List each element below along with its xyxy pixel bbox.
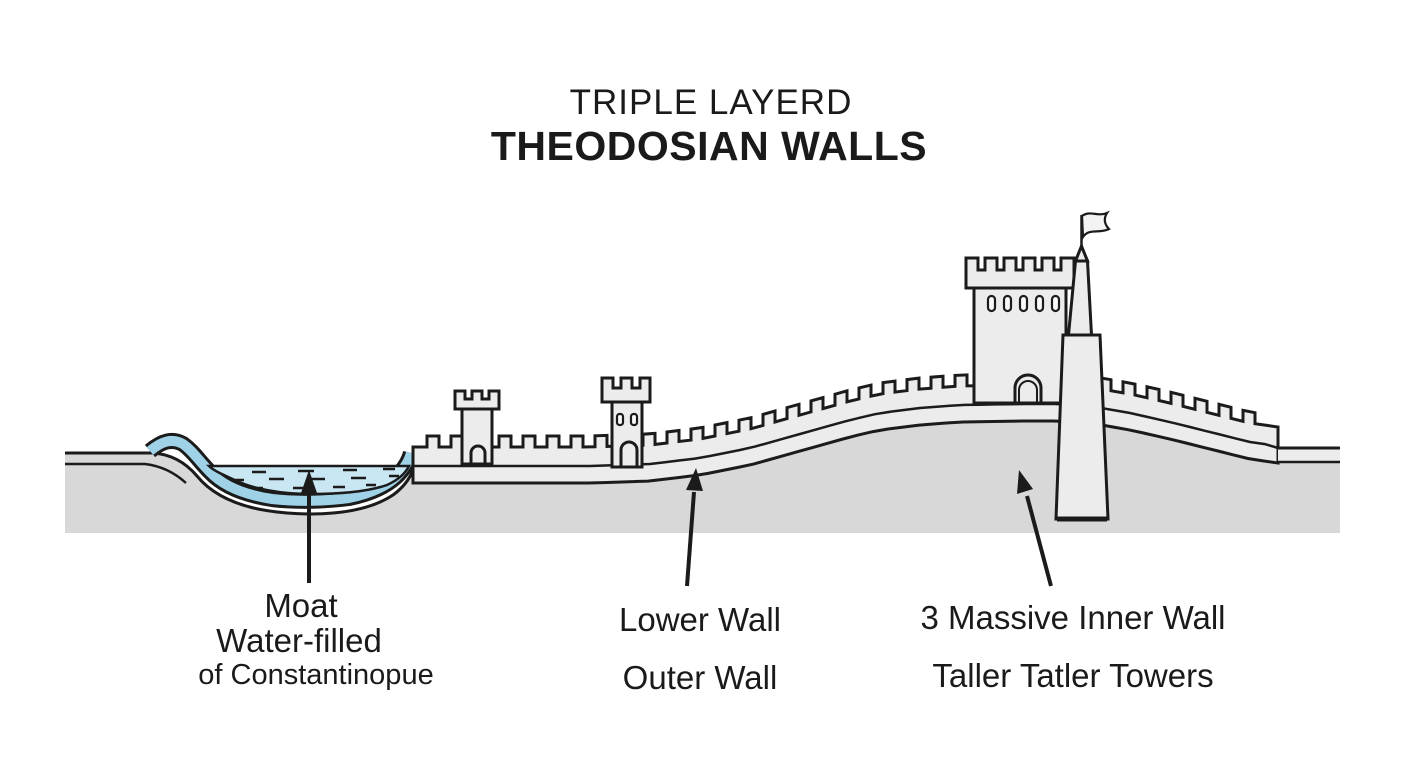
moat-label-line2: Water-filled bbox=[216, 622, 382, 659]
tower-door bbox=[1013, 373, 1043, 405]
tower-battlement bbox=[964, 256, 1076, 290]
tower-battlement bbox=[453, 389, 501, 411]
arrow-inner-wall bbox=[1017, 470, 1053, 587]
tower-window bbox=[629, 412, 639, 427]
spire-tip bbox=[1073, 241, 1090, 263]
moat-label-line3: of Constantinopue bbox=[198, 659, 434, 691]
tower-window bbox=[1002, 294, 1013, 313]
flag bbox=[1080, 210, 1111, 241]
water-ripples bbox=[232, 467, 399, 490]
outer-wall-label-line2: Outer Wall bbox=[622, 659, 778, 696]
tower-door bbox=[469, 444, 487, 466]
ground-subsurface-line bbox=[65, 462, 187, 484]
tower-window bbox=[1050, 294, 1061, 313]
arrow-outer-wall bbox=[685, 468, 703, 587]
diagram-title-line1: TRIPLE LAYERD bbox=[569, 83, 853, 122]
moat-label-line1: Moat bbox=[264, 587, 338, 624]
taller-tower-obelisk bbox=[1054, 210, 1111, 522]
ground-band-right bbox=[1278, 448, 1340, 462]
outer-wall-tower-2 bbox=[600, 376, 652, 469]
tower-window bbox=[986, 294, 997, 313]
inner-wall-tower bbox=[964, 256, 1076, 405]
outer-wall-tower-1 bbox=[453, 389, 501, 466]
tower-window bbox=[1034, 294, 1045, 313]
arrow-moat bbox=[301, 470, 317, 583]
ground bbox=[65, 421, 1340, 533]
outer-wall-label-line1: Lower Wall bbox=[619, 601, 781, 638]
outer-wall-walkway-line bbox=[413, 402, 1279, 468]
tower-door bbox=[619, 440, 639, 469]
diagram-title-line2: THEODOSIAN WALLS bbox=[490, 123, 928, 169]
inner-wall-label-line2: Taller Tatler Towers bbox=[932, 657, 1214, 694]
moat-excavation-outline bbox=[151, 451, 417, 516]
inner-wall-label-line1: 3 Massive Inner Wall bbox=[920, 599, 1226, 636]
tower-battlement bbox=[600, 376, 652, 404]
tower-window bbox=[615, 412, 625, 427]
tower-door-inner-arch bbox=[1018, 380, 1038, 403]
obelisk-base bbox=[1054, 333, 1110, 521]
tower-window bbox=[1018, 294, 1029, 313]
